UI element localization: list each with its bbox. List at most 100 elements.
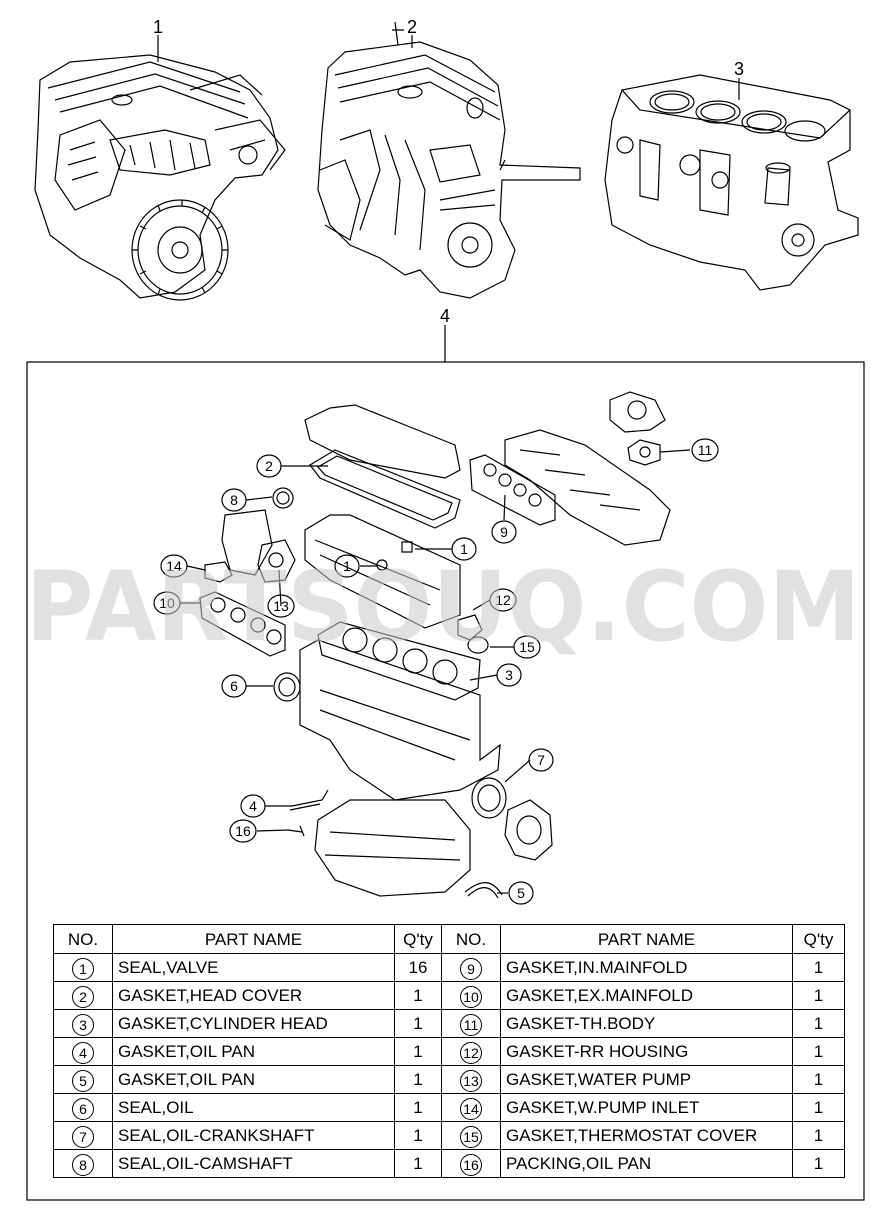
qty-cell: 1: [394, 1093, 442, 1122]
row-number-circle: 14: [460, 1097, 482, 1120]
header-no: NO.: [53, 924, 113, 954]
callout-11: 11: [698, 442, 713, 458]
row-number-circle: 4: [72, 1041, 94, 1064]
row-number-cell: 16: [441, 1149, 501, 1178]
callout-13: 13: [273, 598, 289, 614]
row-number-cell: 7: [53, 1121, 113, 1150]
row-number-circle: 9: [460, 957, 482, 980]
row-number-cell: 1: [53, 953, 113, 982]
row-number-circle: 10: [460, 985, 482, 1008]
qty-cell: 16: [394, 953, 442, 982]
header-no: NO.: [441, 924, 501, 954]
table-header-row: NO. PART NAME Q'ty NO. PART NAME Q'ty: [53, 924, 845, 954]
part-name-cell: GASKET,WATER PUMP: [500, 1065, 793, 1094]
row-number-cell: 9: [441, 953, 501, 982]
qty-cell: 1: [394, 1149, 442, 1178]
qty-cell: 1: [792, 1065, 845, 1094]
row-number-circle: 16: [460, 1153, 482, 1176]
part-name-cell: GASKET,IN.MAINFOLD: [500, 953, 793, 982]
callout-15: 15: [519, 639, 535, 655]
part-callouts: 2 8 1 1 14 13 10 12 15 6 3 9 11 7 4 16 5: [153, 438, 719, 905]
table-row: 1 SEAL,VALVE 16 9 GASKET,IN.MAINFOLD 1: [53, 953, 845, 982]
qty-cell: 1: [792, 1149, 845, 1178]
part-name-cell: GASKET-TH.BODY: [500, 1009, 793, 1038]
qty-cell: 1: [792, 1037, 845, 1066]
assembly-callout-1: 1: [153, 17, 163, 37]
qty-cell: 1: [394, 1009, 442, 1038]
callout-6: 6: [230, 678, 238, 694]
part-name-cell: SEAL,VALVE: [112, 953, 395, 982]
callout-14: 14: [166, 558, 182, 574]
callout-1-valve-seal-2: 1: [343, 558, 351, 574]
part-name-cell: PACKING,OIL PAN: [500, 1149, 793, 1178]
qty-cell: 1: [394, 1065, 442, 1094]
row-number-circle: 3: [72, 1013, 94, 1036]
header-part-name: PART NAME: [112, 924, 395, 954]
callout-9: 9: [500, 524, 508, 540]
row-number-circle: 7: [72, 1125, 94, 1148]
table-row: 5 GASKET,OIL PAN 1 13 GASKET,WATER PUMP …: [53, 1065, 845, 1094]
qty-cell: 1: [792, 981, 845, 1010]
row-number-circle: 6: [72, 1097, 94, 1120]
row-number-cell: 15: [441, 1121, 501, 1150]
row-number-cell: 3: [53, 1009, 113, 1038]
part-name-cell: GASKET,EX.MAINFOLD: [500, 981, 793, 1010]
row-number-circle: 5: [72, 1069, 94, 1092]
row-number-cell: 13: [441, 1065, 501, 1094]
header-qty: Q'ty: [394, 924, 442, 954]
table-row: 6 SEAL,OIL 1 14 GASKET,W.PUMP INLET 1: [53, 1093, 845, 1122]
row-number-circle: 12: [460, 1041, 482, 1064]
part-name-cell: SEAL,OIL: [112, 1093, 395, 1122]
row-number-cell: 2: [53, 981, 113, 1010]
row-number-cell: 6: [53, 1093, 113, 1122]
assembly-callout-2: 2: [407, 17, 417, 37]
part-name-cell: GASKET,OIL PAN: [112, 1065, 395, 1094]
row-number-circle: 2: [72, 985, 94, 1008]
engine-assembly-illustration: [34, 54, 286, 301]
row-number-cell: 14: [441, 1093, 501, 1122]
callout-3: 3: [505, 667, 513, 683]
row-number-circle: 8: [72, 1153, 94, 1176]
part-name-cell: GASKET,W.PUMP INLET: [500, 1093, 793, 1122]
callout-leaders: [180, 449, 691, 894]
short-block-illustration: [604, 74, 859, 291]
callout-12: 12: [495, 592, 511, 608]
part-name-cell: SEAL,OIL-CRANKSHAFT: [112, 1121, 395, 1150]
part-name-cell: GASKET-RR HOUSING: [500, 1037, 793, 1066]
callout-1-valve-seal: 1: [460, 541, 468, 557]
watermark: PARTSOUQ.COM: [26, 551, 861, 663]
qty-cell: 1: [792, 953, 845, 982]
callout-7: 7: [537, 752, 545, 768]
part-name-cell: SEAL,OIL-CAMSHAFT: [112, 1149, 395, 1178]
table-row: 2 GASKET,HEAD COVER 1 10 GASKET,EX.MAINF…: [53, 981, 845, 1010]
header-part-name: PART NAME: [500, 924, 793, 954]
row-number-circle: 11: [460, 1013, 482, 1036]
qty-cell: 1: [394, 1121, 442, 1150]
table-row: 4 GASKET,OIL PAN 1 12 GASKET-RR HOUSING …: [53, 1037, 845, 1066]
gasket-kit-illustration: [199, 391, 671, 899]
qty-cell: 1: [792, 1093, 845, 1122]
qty-cell: 1: [792, 1121, 845, 1150]
callout-10: 10: [159, 595, 175, 611]
assembly-callout-3: 3: [734, 59, 744, 79]
qty-cell: 1: [792, 1009, 845, 1038]
part-name-cell: GASKET,THERMOSTAT COVER: [500, 1121, 793, 1150]
row-number-circle: 13: [460, 1069, 482, 1092]
table-row: 8 SEAL,OIL-CAMSHAFT 1 16 PACKING,OIL PAN…: [53, 1149, 845, 1178]
table-row: 3 GASKET,CYLINDER HEAD 1 11 GASKET-TH.BO…: [53, 1009, 845, 1038]
row-number-cell: 5: [53, 1065, 113, 1094]
engine-long-block-illustration: [317, 21, 581, 299]
qty-cell: 1: [394, 981, 442, 1010]
row-number-cell: 8: [53, 1149, 113, 1178]
callout-8: 8: [230, 492, 238, 508]
row-number-cell: 10: [441, 981, 501, 1010]
gasket-kit-frame: [26, 361, 865, 1201]
qty-cell: 1: [394, 1037, 442, 1066]
table-row: 7 SEAL,OIL-CRANKSHAFT 1 15 GASKET,THERMO…: [53, 1121, 845, 1150]
row-number-cell: 11: [441, 1009, 501, 1038]
header-qty: Q'ty: [792, 924, 845, 954]
row-number-cell: 4: [53, 1037, 113, 1066]
row-number-cell: 12: [441, 1037, 501, 1066]
part-name-cell: GASKET,CYLINDER HEAD: [112, 1009, 395, 1038]
